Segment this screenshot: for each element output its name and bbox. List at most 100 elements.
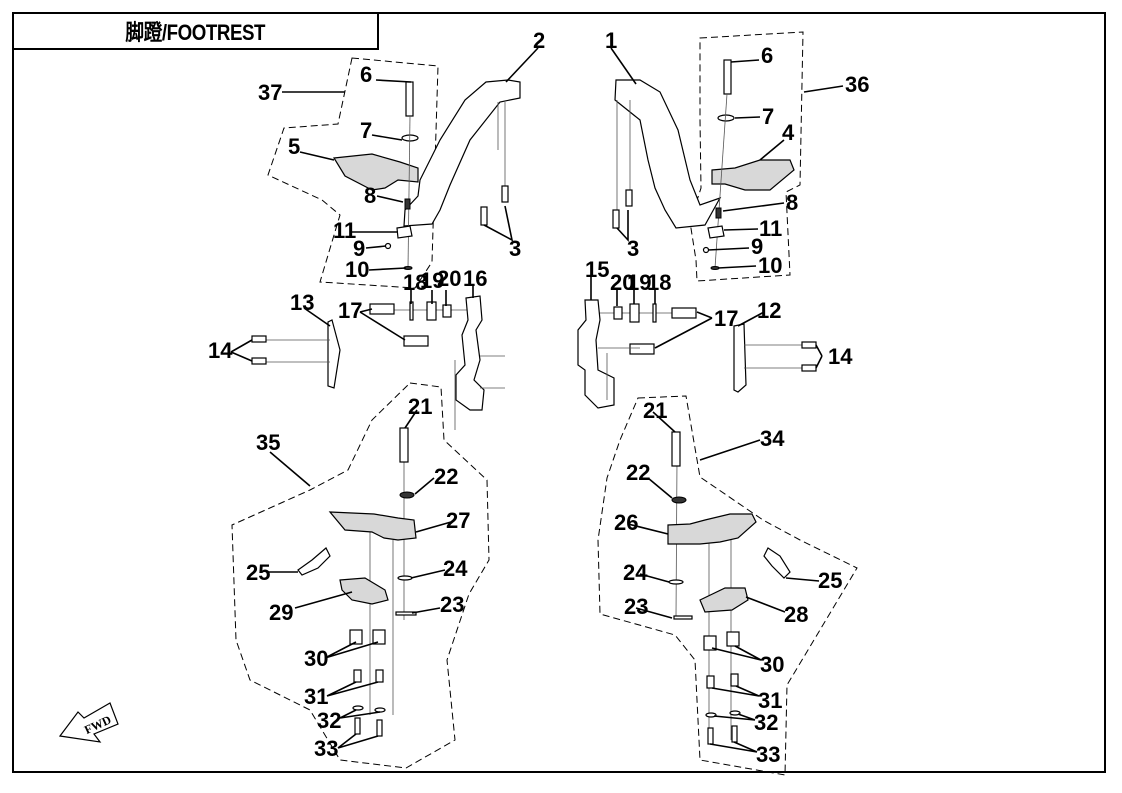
- footpeg-26: [667, 513, 757, 545]
- sleeve-31-left-a: [353, 669, 362, 683]
- callout-1: 1: [605, 28, 617, 53]
- footpeg-pad-29: [339, 577, 389, 605]
- callout-34: 34: [760, 426, 785, 451]
- cover-13-axes: [262, 339, 330, 363]
- sleeve-31-right-a: [706, 675, 715, 689]
- callout-29: 29: [269, 600, 293, 625]
- callout-22-right: 22: [626, 460, 650, 485]
- bushing-19-left: [426, 301, 437, 321]
- callout-12: 12: [757, 298, 781, 323]
- callout-31-right: 31: [758, 688, 782, 713]
- callout-6-right: 6: [761, 43, 773, 68]
- spring-22-right: [671, 496, 687, 504]
- cover-12: [733, 323, 747, 393]
- callout-23-right: 23: [624, 594, 648, 619]
- callout-27: 27: [446, 508, 470, 533]
- bolt-33-left-b: [376, 719, 383, 737]
- callout-16: 16: [463, 266, 487, 291]
- callout-4: 4: [782, 120, 795, 145]
- rubber-30-left-a: [349, 629, 363, 645]
- spring-22-left: [399, 491, 415, 499]
- bolt-3-right-b: [612, 209, 620, 229]
- callout-26: 26: [614, 510, 638, 535]
- ball-9-left: [384, 242, 392, 250]
- bracket-11-right: [707, 225, 725, 239]
- callout-35: 35: [256, 430, 280, 455]
- callout-8-right: 8: [786, 190, 798, 215]
- callout-30-left: 30: [304, 646, 328, 671]
- callout-21-left: 21: [408, 394, 432, 419]
- rubber-30-left-b: [372, 629, 386, 645]
- callout-6-left: 6: [360, 62, 372, 87]
- bolt-33-left-a: [354, 717, 361, 735]
- group-37-boundary: [267, 57, 439, 289]
- pin-21-left: [399, 427, 409, 463]
- rubber-30-right-a: [703, 635, 717, 651]
- callout-11-left: 11: [333, 218, 356, 243]
- washer-24-left: [397, 575, 413, 581]
- fwd-arrow-icon: FWD: [58, 702, 119, 743]
- footpeg-pad-28: [699, 587, 749, 613]
- washer-32-right-a: [705, 712, 717, 718]
- footpeg-4: [711, 159, 795, 191]
- clip-23-left: [395, 611, 417, 616]
- spacer-20-right: [613, 306, 623, 320]
- bolt-3-left-a: [501, 185, 509, 203]
- bolt-3-right-a: [625, 189, 633, 207]
- sleeve-31-right-b: [730, 673, 739, 687]
- footpeg-27: [328, 511, 417, 541]
- washer-18-left: [409, 301, 414, 321]
- pin-25-left: [297, 547, 331, 576]
- spring-8-left: [404, 198, 411, 210]
- bolt-17-right-b: [629, 343, 655, 355]
- callout-24-right: 24: [623, 560, 648, 585]
- cover-12-axes: [744, 344, 808, 369]
- bolt-17-right-a: [671, 307, 697, 319]
- pin-21-right: [671, 431, 681, 467]
- bolt-33-right-a: [707, 727, 714, 745]
- callout-31-left: 31: [304, 684, 328, 709]
- callout-23-left: 23: [440, 592, 464, 617]
- callout-25-right: 25: [818, 568, 842, 593]
- spring-8-right: [715, 207, 722, 219]
- callout-17-left: 17: [338, 298, 362, 323]
- spacer-20-left: [442, 304, 452, 318]
- bolt-3-left-b: [480, 206, 488, 226]
- washer-18-right: [652, 303, 657, 323]
- ball-9-right: [702, 246, 710, 254]
- callout-33-right: 33: [756, 742, 780, 767]
- callout-22-left: 22: [434, 464, 458, 489]
- screw-14-left-a: [251, 335, 267, 343]
- callout-7-left: 7: [360, 118, 372, 143]
- callout-3-left: 3: [509, 236, 521, 261]
- callout-2: 2: [533, 28, 545, 53]
- callout-9-right: 9: [751, 234, 763, 259]
- bracket-right-axis: [616, 100, 631, 212]
- washer-32-right-b: [729, 710, 741, 716]
- leader-lines: [230, 47, 844, 753]
- callout-15: 15: [585, 257, 609, 282]
- callout-3-right: 3: [627, 236, 639, 261]
- callout-36: 36: [845, 72, 869, 97]
- callout-14-left: 14: [208, 338, 233, 363]
- pin-6-left: [405, 81, 414, 117]
- callout-32-right: 32: [754, 710, 778, 735]
- footpeg-5: [332, 153, 419, 191]
- washer-7-right: [717, 114, 735, 122]
- mount-16: [455, 295, 485, 411]
- diagram-frame: [12, 12, 1106, 773]
- bolt-33-right-b: [731, 725, 738, 743]
- callout-13: 13: [290, 290, 314, 315]
- diagram-title: 脚蹬/FOOTREST: [125, 20, 266, 45]
- cover-13: [327, 319, 341, 389]
- screw-14-left-b: [251, 357, 267, 365]
- callout-21-right: 21: [643, 398, 667, 423]
- callout-32-left: 32: [317, 708, 341, 733]
- washer-32-left-b: [374, 707, 386, 713]
- mount-16-axes: [454, 355, 505, 430]
- sleeve-31-left-b: [375, 669, 384, 683]
- callout-18-right: 18: [647, 270, 671, 295]
- washer-24-right: [668, 579, 684, 585]
- washer-32-left-a: [352, 705, 364, 711]
- callout-7-right: 7: [762, 104, 774, 129]
